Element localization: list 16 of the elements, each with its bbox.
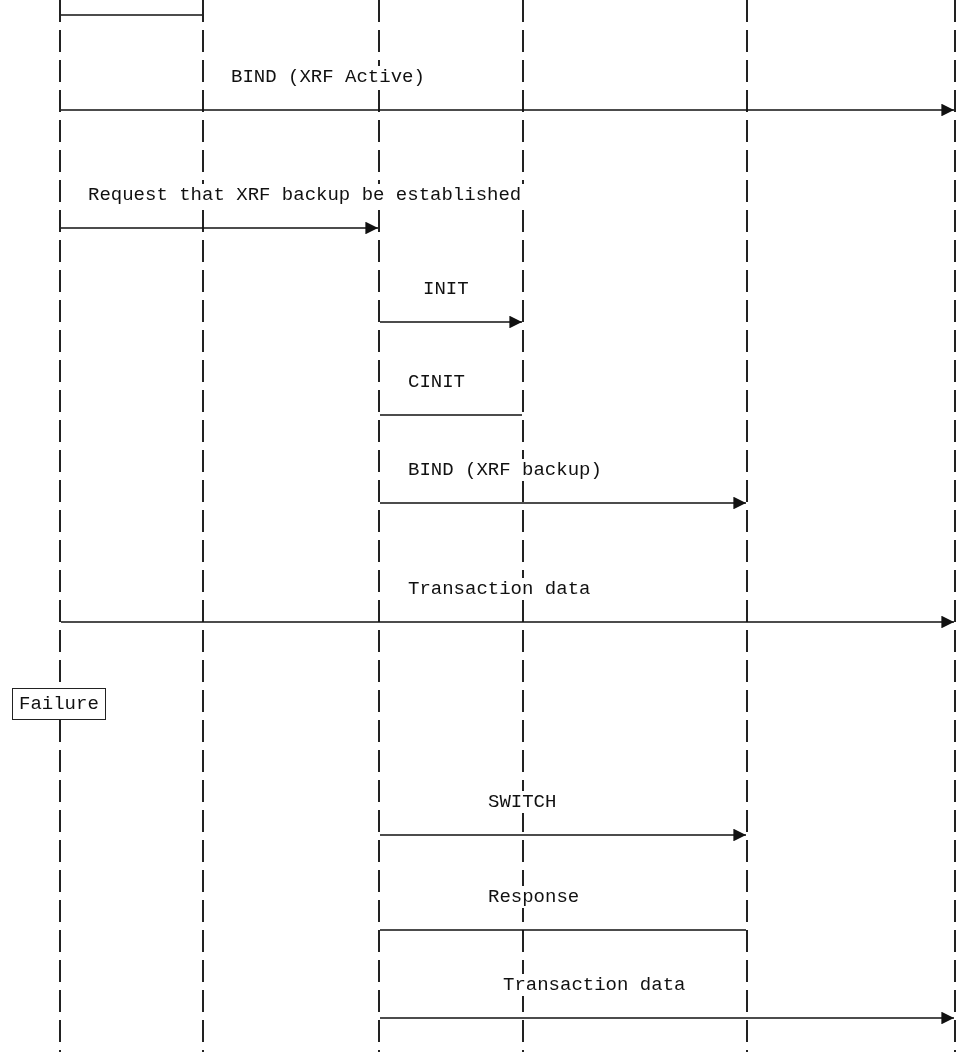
message-line (60, 14, 203, 16)
lifeline (746, 0, 748, 1052)
message-arrow (60, 221, 379, 235)
lifeline (378, 0, 380, 1052)
message-arrow (60, 615, 955, 629)
message-line (379, 414, 523, 416)
message-arrow (379, 1011, 955, 1025)
message-arrow (379, 828, 747, 842)
message-arrow (379, 315, 523, 329)
lifeline (202, 0, 204, 1052)
message-arrow (60, 103, 955, 117)
message-line (379, 929, 747, 931)
lifeline (954, 0, 956, 1052)
event-box: Failure (12, 688, 106, 720)
lifeline (59, 0, 61, 1052)
message-arrow (379, 496, 747, 510)
